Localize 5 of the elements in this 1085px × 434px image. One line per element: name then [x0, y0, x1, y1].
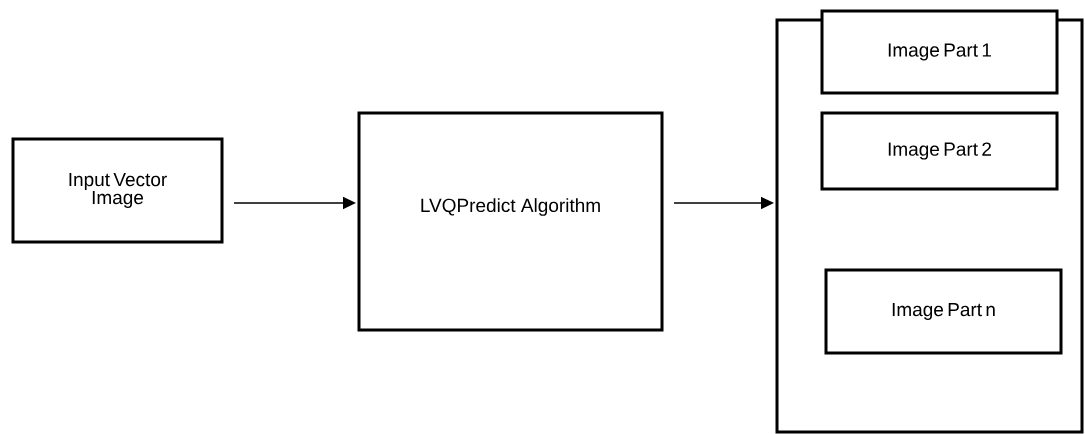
part-box: Image Part 2 [820, 111, 1059, 191]
part-box: Image Part n [824, 268, 1063, 355]
process-box: LVQPredict Algorithm [357, 111, 664, 332]
process-box: Input Vector Image [11, 137, 224, 244]
part-box: Image Part 1 [820, 9, 1059, 95]
